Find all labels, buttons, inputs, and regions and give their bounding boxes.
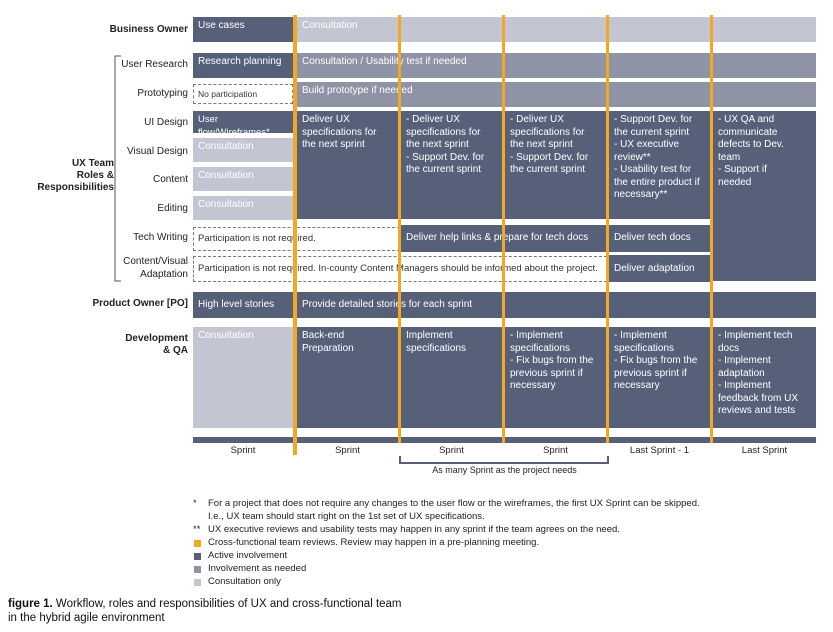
- note-star-symbol: *: [193, 498, 197, 509]
- legend-swatch-consultation: [194, 579, 201, 586]
- review-line-4: [606, 15, 609, 443]
- row-label-user-research: User Research: [121, 59, 188, 70]
- figure-caption-text: Workflow, roles and responsibilities of …: [8, 598, 402, 624]
- cell-implement-fix-2: - Implement specifications - Fix bugs fr…: [609, 327, 713, 428]
- cell-deliver-adaptation: Deliver adaptation: [609, 255, 713, 282]
- cell-implement-fix-1: - Implement specifications - Fix bugs fr…: [505, 327, 609, 428]
- cell-consultation-editing: Consultation: [193, 196, 295, 220]
- cell-research-planning: Research planning: [193, 53, 295, 78]
- row-label-business-owner: Business Owner: [109, 24, 188, 35]
- cell-user-flow: User flow/Wireframes*: [193, 111, 295, 133]
- review-line-2: [398, 15, 401, 443]
- legend-as-needed: Involvement as needed: [208, 563, 307, 574]
- cell-implement-spec: Implement specifications: [401, 327, 505, 428]
- figure-caption-number: figure 1.: [8, 598, 53, 610]
- row-label-development: Development & QA: [125, 333, 188, 356]
- cell-deliver-ux-2: - Deliver UX specifications for the next…: [401, 111, 505, 219]
- ux-team-bracket: [114, 55, 121, 282]
- cell-no-participation: No participation required: [193, 84, 293, 104]
- cell-deliver-ux-3: - Deliver UX specifications for the next…: [505, 111, 609, 219]
- legend-swatch-review: [194, 540, 201, 547]
- note-dstar-symbol: **: [193, 524, 201, 535]
- cell-consultation-business: Consultation: [297, 17, 816, 42]
- legend-active: Active involvement: [208, 550, 288, 561]
- cell-consultation-content: Consultation: [193, 167, 295, 191]
- sprint-label-5: Last Sprint - 1: [629, 445, 690, 456]
- row-label-ux-team: UX Team Roles & Responsibilities: [37, 158, 114, 193]
- row-label-ui-design: UI Design: [144, 117, 188, 128]
- figure-caption: figure 1. Workflow, roles and responsibi…: [8, 597, 408, 625]
- sprint-label-6: Last Sprint: [741, 445, 788, 456]
- review-line-1: [293, 15, 297, 455]
- review-line-5: [710, 15, 713, 443]
- legend-consultation: Consultation only: [208, 576, 281, 587]
- note-star-text: For a project that does not require any …: [208, 498, 700, 522]
- row-label-visual-design: Visual Design: [127, 146, 188, 157]
- cell-ux-qa: - UX QA and communicate defects to Dev. …: [713, 111, 816, 281]
- legend-swatch-as-needed: [194, 566, 201, 573]
- cell-high-level-stories: High level stories: [193, 292, 295, 318]
- cell-support-dev-last1: - Support Dev. for the current sprint - …: [609, 111, 713, 219]
- cell-use-cases: Use cases: [193, 17, 295, 42]
- cell-implement-last: - Implement tech docs - Implement adapta…: [713, 327, 816, 428]
- legend-review: Cross-functional team reviews. Review ma…: [208, 537, 540, 548]
- cell-tech-docs: Deliver tech docs: [609, 225, 713, 252]
- sprint-label-4: Sprint: [543, 445, 568, 456]
- cell-help-links: Deliver help links & prepare for tech do…: [401, 225, 609, 252]
- cell-consultation-usability: Consultation / Usability test if needed: [297, 53, 816, 78]
- row-label-tech-writing: Tech Writing: [133, 232, 188, 243]
- cell-deliver-ux-1: Deliver UX specifications for the next s…: [297, 111, 401, 219]
- sprint-range-bracket: [399, 456, 609, 464]
- cell-consultation-dev: Consultation: [193, 327, 295, 428]
- row-label-content-visual: Content/Visual: [123, 256, 188, 267]
- cell-backend: Back-end Preparation: [297, 327, 401, 428]
- legend-swatch-active: [194, 553, 201, 560]
- note-dstar-text: UX executive reviews and usability tests…: [208, 524, 620, 535]
- sprint-label-1: Sprint: [230, 445, 256, 456]
- cell-detailed-stories: Provide detailed stories for each sprint: [297, 292, 816, 318]
- sprint-label-2: Sprint: [335, 445, 360, 456]
- row-label-adaptation: Adaptation: [140, 269, 188, 280]
- review-line-3: [502, 15, 505, 443]
- sprint-range-label: As many Sprint as the project needs: [432, 465, 577, 475]
- row-label-editing: Editing: [157, 203, 188, 214]
- cell-consultation-visual: Consultation: [193, 138, 295, 162]
- cell-build-prototype: Build prototype if needed: [297, 82, 816, 107]
- row-label-product-owner: Product Owner [PO]: [92, 298, 188, 309]
- row-label-prototyping: Prototyping: [137, 88, 188, 99]
- sprint-label-3: Sprint: [439, 445, 464, 456]
- row-label-content: Content: [152, 174, 188, 185]
